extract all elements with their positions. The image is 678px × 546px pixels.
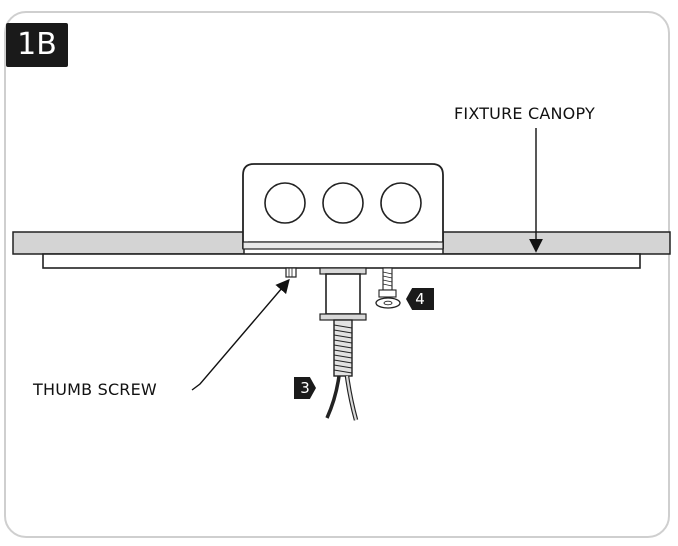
threaded-nipple [319,267,367,377]
fixture-canopy-label: FIXTURE CANOPY [454,104,595,123]
thumb-screw-leader [191,278,290,391]
figure-step-label: 1B [6,23,68,67]
thumb-screw-label: THUMB SCREW [33,380,157,399]
thumb-screw [285,267,297,278]
wire-step-badge: 3 [294,377,316,399]
figure-frame [4,11,670,538]
screw-step-badge: 4 [406,288,434,310]
knockout-hole [380,182,422,224]
junction-box [242,163,444,250]
mounting-crossbar [42,253,641,269]
fixture-wires [325,375,359,421]
knockout-hole [322,182,364,224]
fixture-canopy-plate [12,231,671,255]
knockout-hole [264,182,306,224]
mounting-screw [375,267,401,309]
